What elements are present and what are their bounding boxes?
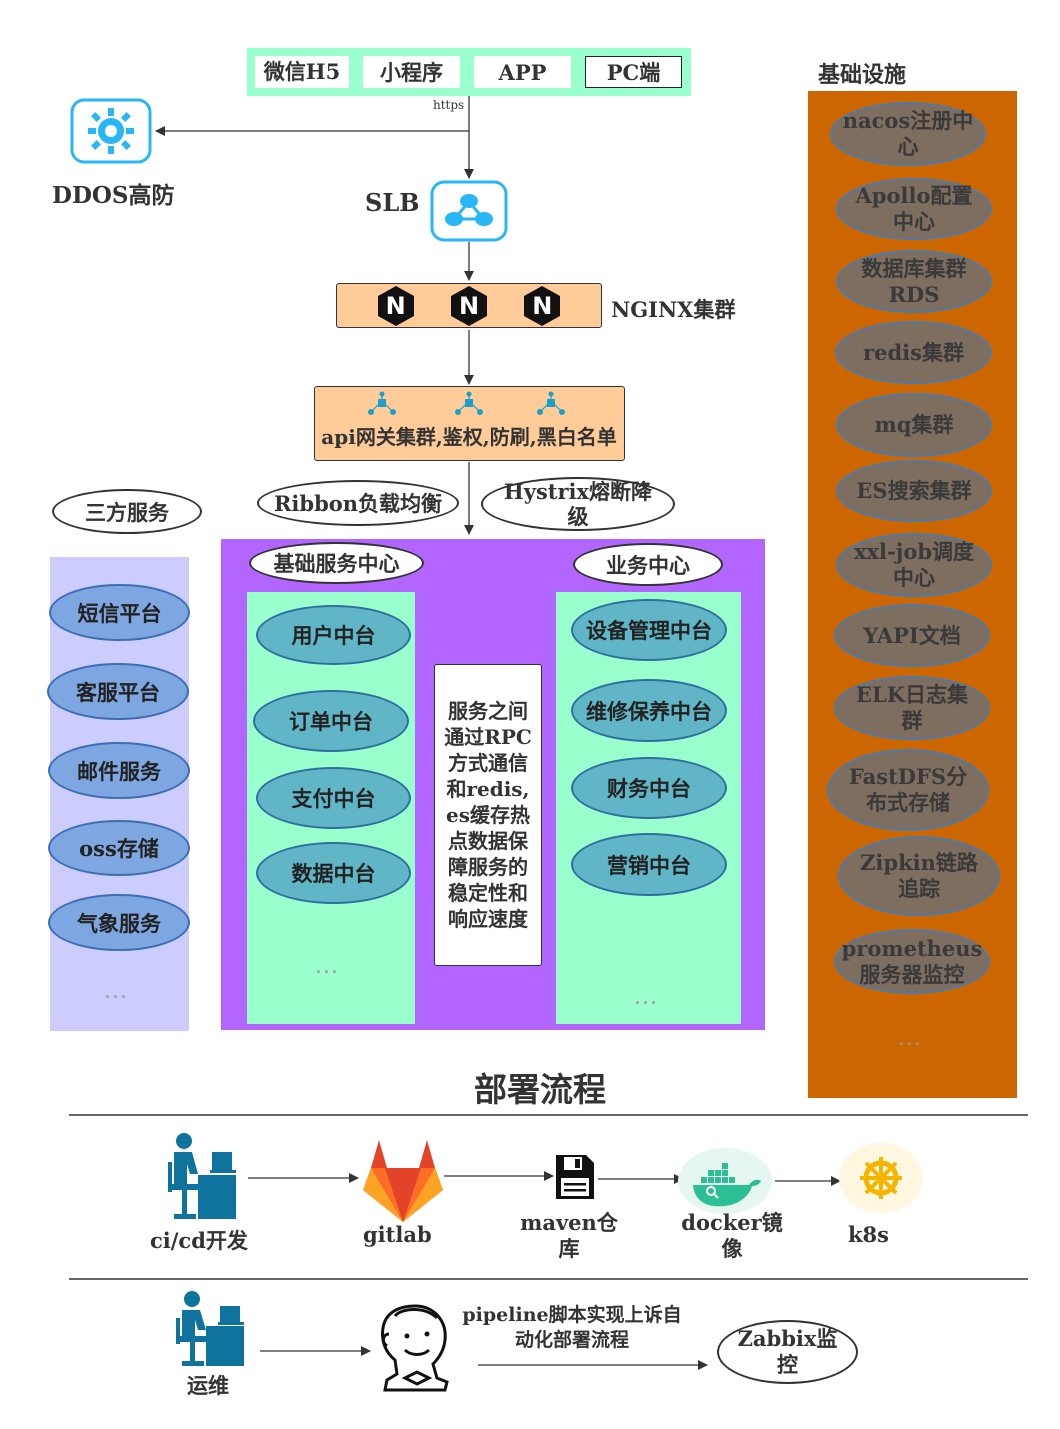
third-party-item: 邮件服务 bbox=[48, 742, 190, 799]
ddos-icon bbox=[70, 98, 152, 164]
infra-item: FastDFS分布式存储 bbox=[827, 749, 989, 831]
api-gateway: api网关集群,鉴权,防刷,黑白名单 bbox=[314, 386, 625, 461]
third-party-item: 短信平台 bbox=[49, 584, 190, 641]
rpc-note: 服务之间通过RPC方式通信和redis,es缓存热点数据保障服务的稳定性和响应速… bbox=[434, 664, 542, 966]
infra-item: mq集群 bbox=[836, 393, 992, 457]
nginx-icon: N bbox=[377, 285, 415, 327]
developer-icon bbox=[166, 1132, 236, 1222]
base-service-item: 数据中台 bbox=[256, 842, 411, 904]
base-service-item: 支付中台 bbox=[256, 767, 411, 829]
slb-label: SLB bbox=[365, 188, 420, 217]
client-pc: PC端 bbox=[585, 56, 682, 88]
ribbon-ellipse: Ribbon负载均衡 bbox=[257, 480, 459, 526]
jenkins-icon bbox=[375, 1302, 461, 1392]
ddos-label: DDOS高防 bbox=[52, 182, 175, 209]
gateway-cube-icon bbox=[537, 391, 565, 415]
business-item: 财务中台 bbox=[571, 757, 727, 819]
nginx-label: NGINX集群 bbox=[611, 297, 736, 322]
third-party-item: 气象服务 bbox=[48, 894, 190, 951]
slb-icon bbox=[430, 180, 508, 242]
ops-user-icon bbox=[174, 1290, 244, 1368]
client-wechat-h5: 微信H5 bbox=[255, 56, 349, 88]
gateway-label: api网关集群,鉴权,防刷,黑白名单 bbox=[321, 424, 617, 449]
infra-item: 数据库集群RDS bbox=[836, 250, 992, 313]
hystrix-ellipse: Hystrix熔断降级 bbox=[481, 477, 675, 531]
deploy-step-label: ci/cd开发 bbox=[150, 1228, 248, 1253]
infrastructure-more: ... bbox=[898, 1025, 922, 1051]
deploy-title: 部署流程 bbox=[474, 1070, 606, 1109]
deploy-step-label: k8s bbox=[848, 1222, 889, 1247]
third-party-more: ... bbox=[104, 978, 128, 1004]
client-app: APP bbox=[474, 56, 571, 88]
business-item: 设备管理中台 bbox=[571, 599, 727, 661]
base-service-item: 订单中台 bbox=[253, 690, 409, 752]
infra-item: redis集群 bbox=[835, 321, 992, 384]
infra-item: nacos注册中心 bbox=[830, 102, 986, 166]
infra-item: prometheus 服务器监控 bbox=[834, 929, 990, 994]
infra-item: xxl-job调度中心 bbox=[836, 533, 992, 597]
deploy-step-label: gitlab bbox=[363, 1222, 432, 1247]
infra-item: Apollo配置中心 bbox=[836, 178, 992, 240]
third-party-title: 三方服务 bbox=[52, 489, 202, 534]
deploy-step-label: docker镜像 bbox=[681, 1210, 783, 1261]
ops-label: 运维 bbox=[187, 1373, 229, 1398]
gitlab-icon bbox=[361, 1138, 445, 1224]
infra-item: YAPI文档 bbox=[834, 604, 990, 667]
k8s-helm-icon bbox=[838, 1142, 924, 1214]
infrastructure-title: 基础设施 bbox=[818, 62, 907, 88]
third-party-item: oss存储 bbox=[48, 820, 190, 876]
https-label: https bbox=[433, 98, 465, 112]
nginx-icon: N bbox=[450, 285, 488, 327]
base-services-title: 基础服务中心 bbox=[249, 542, 424, 584]
third-party-item: 客服平台 bbox=[47, 663, 189, 720]
client-mini-program: 小程序 bbox=[363, 56, 460, 88]
business-more: ... bbox=[634, 984, 658, 1010]
deploy-step-label: maven仓库 bbox=[520, 1210, 618, 1261]
base-services-more: ... bbox=[315, 953, 339, 979]
infra-item: Zipkin链路追踪 bbox=[838, 836, 1000, 916]
business-item: 营销中台 bbox=[571, 833, 727, 896]
infra-item: ELK日志集群 bbox=[834, 676, 990, 740]
business-title: 业务中心 bbox=[573, 543, 723, 586]
business-item: 维修保养中台 bbox=[571, 679, 727, 742]
nginx-icon: N bbox=[523, 285, 561, 327]
zabbix-ellipse: Zabbix监控 bbox=[717, 1320, 858, 1384]
save-disk-icon bbox=[555, 1154, 595, 1200]
gateway-cube-icon bbox=[455, 391, 483, 415]
infra-item: ES搜索集群 bbox=[836, 460, 992, 522]
gateway-cube-icon bbox=[368, 391, 396, 415]
nginx-cluster: N N N bbox=[336, 283, 602, 328]
pipeline-label: pipeline脚本实现上诉自动化部署流程 bbox=[462, 1304, 682, 1351]
base-service-item: 用户中台 bbox=[256, 605, 411, 665]
docker-icon bbox=[677, 1147, 773, 1215]
